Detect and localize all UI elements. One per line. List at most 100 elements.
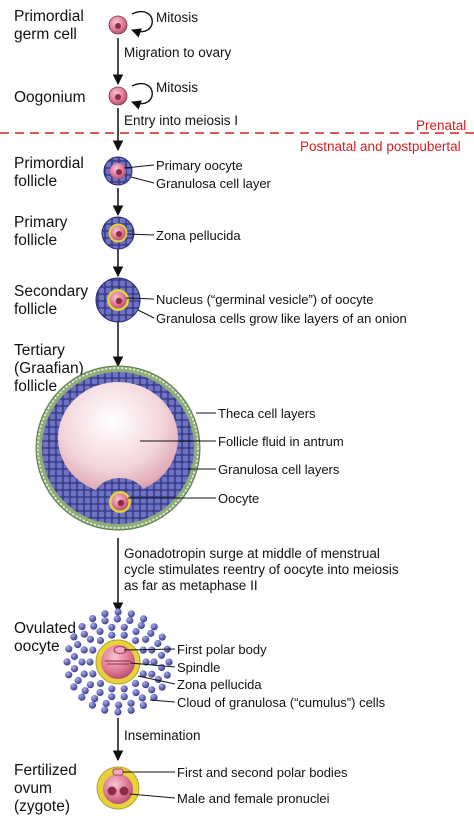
cumulus-cell — [120, 693, 128, 701]
stage-fertilized-ovum: Fertilized ovum (zygote) — [14, 762, 77, 815]
cumulus-cell — [96, 688, 104, 697]
cumulus-cell — [127, 706, 135, 714]
cumulus-cell — [91, 695, 99, 703]
cumulus-cell — [139, 670, 147, 678]
cumulus-cell — [127, 610, 135, 618]
cumulus-cell — [80, 630, 88, 638]
cumulus-cell — [150, 658, 158, 666]
cumulus-cell — [158, 663, 166, 672]
ovulated-oocyte — [63, 608, 173, 716]
stage-primordial-follicle: Primordial follicle — [14, 155, 84, 190]
leader-lines — [123, 164, 216, 799]
cumulus-cell — [74, 641, 82, 649]
cumulus-cell — [101, 610, 109, 618]
cumulus-cell — [78, 658, 86, 666]
stage-oogonium: Oogonium — [14, 89, 86, 106]
cumulus-cell — [108, 631, 116, 639]
primordial-follicle — [103, 156, 133, 186]
stage-secondary-follicle: Secondary follicle — [14, 283, 89, 318]
cumulus-cell — [70, 633, 78, 641]
ann-granulosa-cell-layer: Granulosa cell layer — [156, 176, 271, 191]
cumulus-cell — [65, 671, 73, 679]
cumulus-cell — [74, 676, 82, 685]
cumulus-cell — [63, 658, 71, 666]
ann-first-polar-body: First polar body — [177, 642, 267, 657]
cumulus-cell — [108, 685, 116, 693]
cumulus-cell — [120, 685, 128, 693]
cumulus-cell — [113, 615, 121, 623]
cumulus-cell — [90, 622, 98, 630]
process-insemination: Insemination — [124, 728, 201, 743]
cumulus-cell — [132, 627, 140, 636]
cumulus-cell — [80, 670, 88, 678]
cumulus-cell — [108, 693, 116, 701]
ann-primary-oocyte: Primary oocyte — [156, 158, 243, 173]
cumulus-cell — [88, 701, 96, 709]
cumulus-cell — [147, 629, 155, 637]
cumulus-cell — [150, 693, 158, 702]
cumulus-cell — [81, 687, 89, 695]
primordial-germ-cell — [108, 15, 128, 35]
process-gonadotropin: Gonadotropin surge at middle of menstrua… — [124, 546, 399, 593]
cumulus-cell — [78, 693, 86, 701]
stage-tertiary-follicle: Tertiary (Graafian) follicle — [14, 342, 84, 395]
cumulus-cell — [158, 683, 166, 691]
cumulus-cell — [148, 670, 156, 678]
cumulus-cell — [142, 681, 150, 689]
cumulus-cell — [102, 699, 110, 708]
cumulus-cell — [114, 708, 122, 716]
label-postnatal: Postnatal and postpubertal — [300, 139, 461, 154]
ann-cumulus: Cloud of granulosa (“cumulus”) cells — [177, 695, 386, 710]
cumulus-cell — [131, 679, 140, 688]
ann-follicle-fluid: Follicle fluid in antrum — [218, 434, 344, 449]
stage-primary-follicle: Primary follicle — [14, 214, 68, 249]
cumulus-cell — [148, 646, 156, 654]
cumulus-cell — [96, 679, 105, 688]
tertiary-follicle — [35, 365, 201, 531]
cumulus-cell — [96, 636, 105, 645]
process-mitosis-2: Mitosis — [156, 80, 199, 95]
cumulus-cell — [120, 623, 128, 631]
ann-pronuclei: Male and female pronuclei — [177, 791, 330, 806]
cumulus-cell — [114, 608, 122, 616]
cumulus-cell — [96, 627, 104, 636]
cumulus-cell — [86, 681, 94, 689]
cumulus-cell — [101, 617, 109, 625]
cumulus-cell — [126, 616, 134, 625]
cumulus-cell — [142, 635, 150, 643]
ann-granulosa-grow: Granulosa cells grow like layers of an o… — [156, 311, 407, 326]
cumulus-cell — [163, 671, 171, 679]
cumulus-cell — [154, 639, 162, 648]
oogonium-cell — [108, 86, 128, 106]
ann-zona-pellucida-2: Zona pellucida — [177, 677, 262, 692]
stage-ovulated-oocyte: Ovulated oocyte — [14, 620, 77, 655]
cumulus-cell — [115, 701, 123, 709]
cumulus-cell — [131, 636, 140, 645]
cumulus-cell — [70, 665, 79, 673]
label-prenatal: Prenatal — [416, 118, 467, 133]
cumulus-cell — [89, 670, 97, 678]
cumulus-cell — [148, 686, 156, 694]
cumulus-cell — [137, 621, 145, 630]
ann-theca: Theca cell layers — [218, 406, 316, 421]
process-meiosis-entry: Entry into meiosis I — [124, 113, 239, 128]
cumulus-cell — [157, 651, 166, 659]
cumulus-cell — [120, 631, 128, 639]
ann-granulosa-layers: Granulosa cell layers — [218, 462, 340, 477]
ann-nucleus: Nucleus (“germinal vesicle”) of oocyte — [156, 292, 374, 307]
ann-spindle: Spindle — [177, 660, 221, 675]
cumulus-cell — [140, 615, 148, 623]
cumulus-cell — [138, 694, 146, 702]
secondary-follicle — [95, 277, 141, 323]
cumulus-cell — [89, 646, 97, 654]
cumulus-cell — [165, 658, 173, 666]
ann-zona-pellucida-1: Zona pellucida — [156, 228, 241, 243]
cumulus-cell — [86, 635, 94, 643]
cumulus-cell — [86, 658, 94, 666]
mitosis-arrow-1 — [131, 11, 153, 38]
cumulus-cell — [108, 623, 116, 631]
cumulus-cell — [80, 646, 88, 654]
ann-polar-bodies: First and second polar bodies — [177, 765, 348, 780]
